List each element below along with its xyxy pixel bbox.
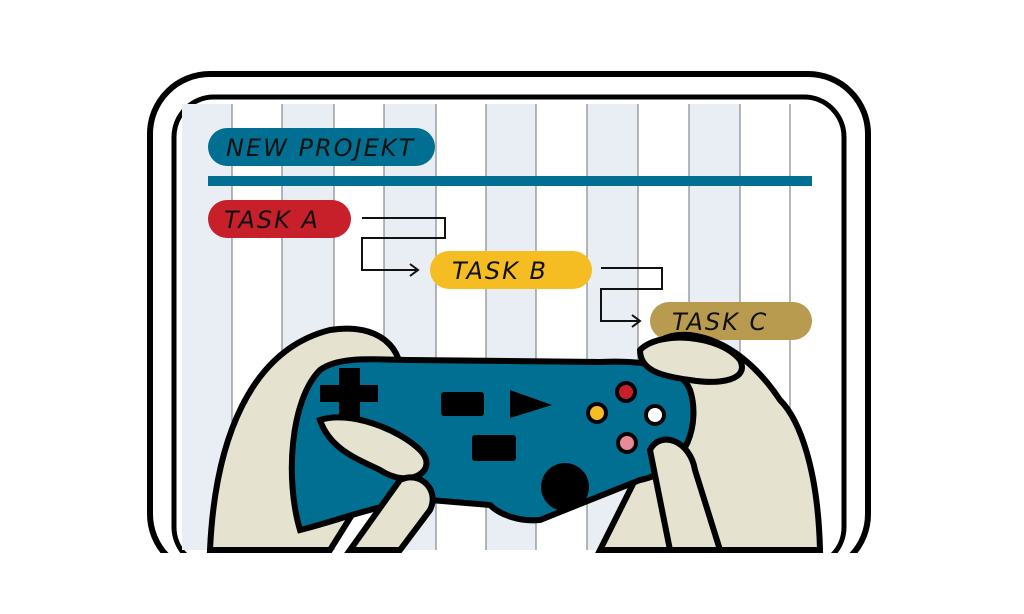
right-thumb	[636, 334, 745, 385]
analog-stick	[541, 463, 589, 511]
right-finger	[646, 436, 725, 553]
dependency-arrows	[361, 217, 663, 328]
task-b-label: TASK B	[452, 257, 548, 285]
project-timeline-bar	[208, 176, 812, 186]
center-button	[472, 435, 516, 461]
select-button	[441, 392, 484, 416]
task-c-label: TASK C	[672, 308, 768, 336]
task-a-label: TASK A	[224, 206, 320, 234]
task-a-pill	[208, 200, 351, 238]
project-label: NEW PROJEKT	[226, 134, 415, 162]
left-finger	[344, 474, 436, 553]
button-red	[619, 385, 633, 399]
project-pill	[208, 128, 435, 166]
button-pink	[620, 436, 634, 450]
button-white	[648, 408, 662, 422]
task-b-pill	[430, 251, 592, 289]
start-button	[510, 390, 552, 418]
left-thumb	[316, 414, 430, 482]
task-c-pill	[650, 302, 812, 340]
dpad-icon	[320, 368, 378, 440]
button-yellow	[590, 406, 604, 420]
